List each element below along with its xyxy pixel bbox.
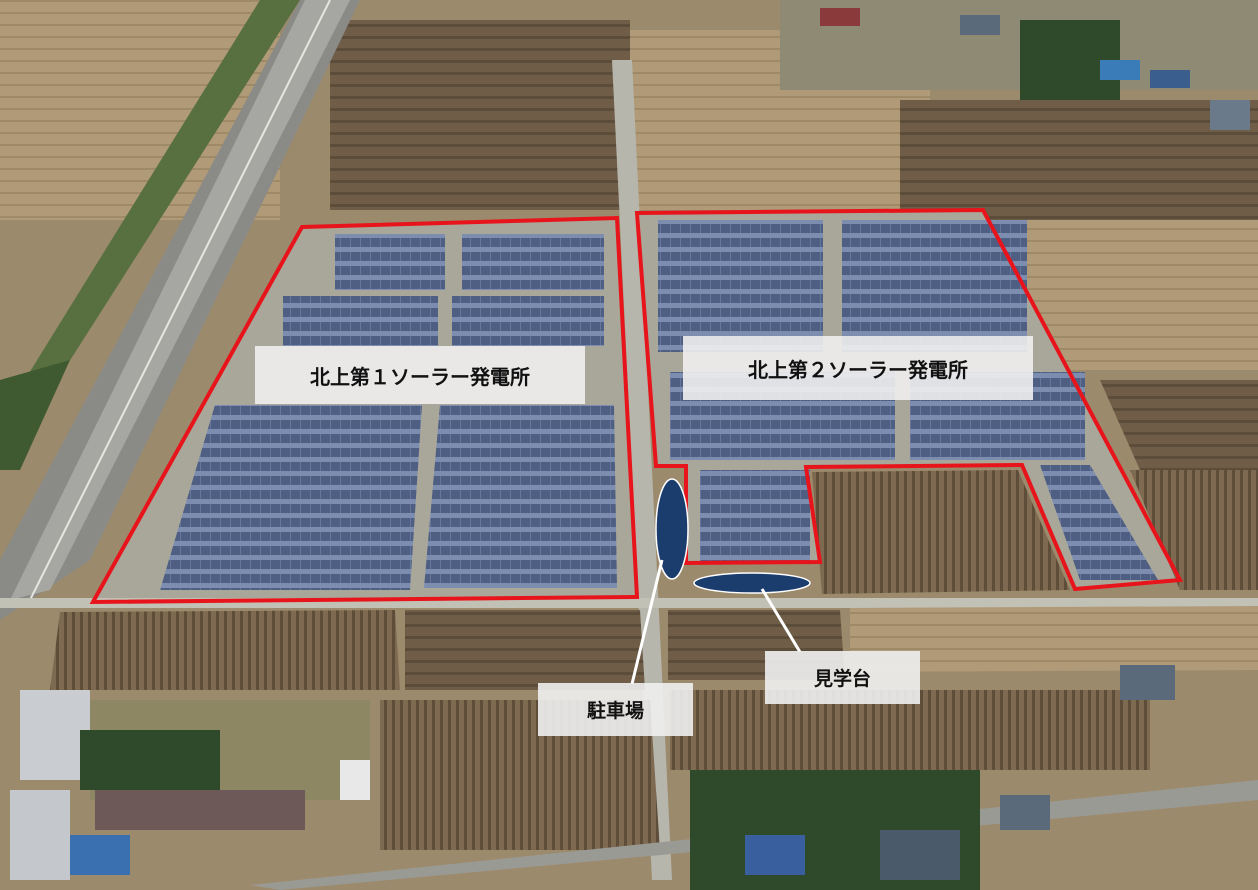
lower-fields [50,380,1258,850]
plant-2-boundary [634,207,1184,592]
village-top-right [780,0,1258,130]
parking-marker [655,478,689,580]
parking-leader-line [630,559,664,685]
observation-leader-line [760,588,802,653]
center-road [0,60,1258,880]
parking-label: 駐車場 [538,683,693,736]
plant-1-label: 北上第１ソーラー発電所 [255,346,585,404]
solar-panels-plant-1 [160,234,617,590]
buildings-bottom-left [10,690,370,880]
highway [0,0,360,620]
observation-deck-marker [693,572,811,594]
plant-2-label: 北上第２ソーラー発電所 [683,336,1033,400]
notch-fields [812,470,1070,594]
bottom-road [250,665,1258,890]
observation-deck-label: 見学台 [765,651,920,704]
plant-1-boundary [89,215,640,605]
